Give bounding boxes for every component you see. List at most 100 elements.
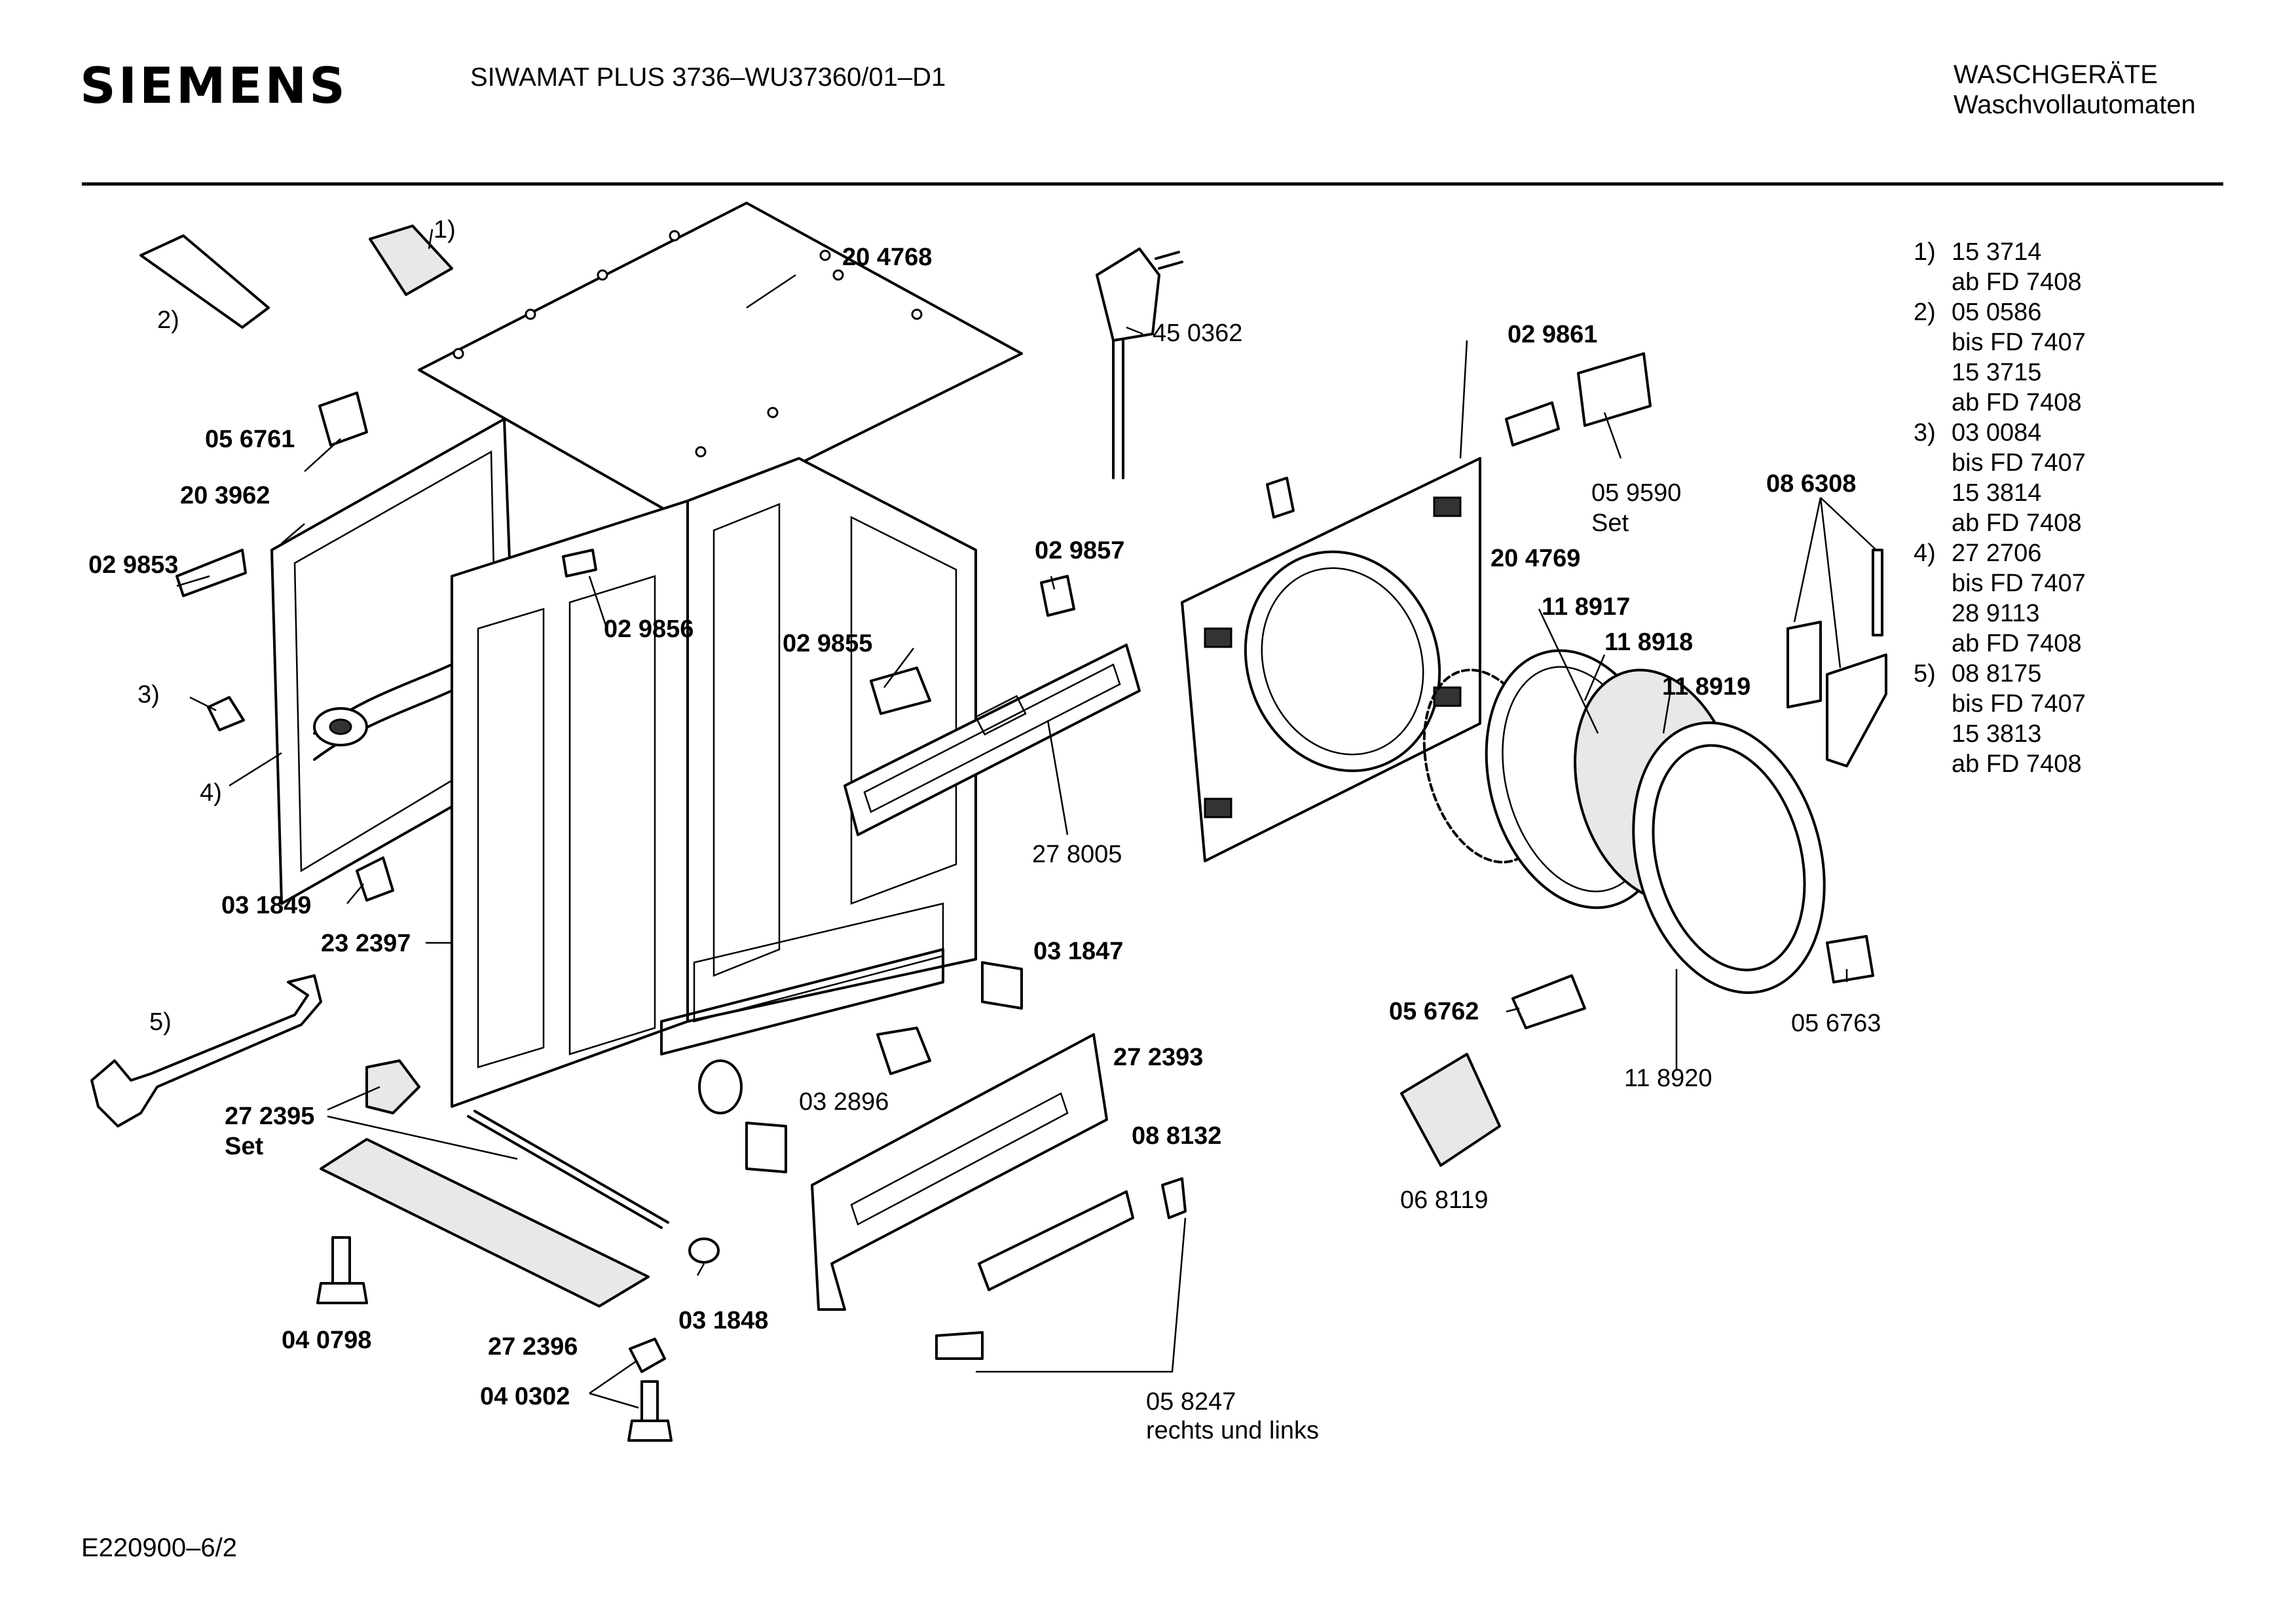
legend-line: ab FD 7408 xyxy=(1952,268,2082,296)
part-label-056762: 05 6762 xyxy=(1389,998,1479,1025)
legend-num: 5) xyxy=(1914,660,1936,687)
part-label-056761: 05 6761 xyxy=(205,426,295,453)
cabinet-side xyxy=(686,457,977,1023)
cap-3 xyxy=(207,696,245,731)
spanner-wrench xyxy=(90,974,322,1127)
legend-line: ab FD 7408 xyxy=(1952,389,2082,416)
drawing-code: E220900–6/2 xyxy=(81,1533,238,1562)
part-label-031847: 03 1847 xyxy=(1033,938,1124,965)
legend-entry-1: 1) 15 3714 ab FD 7408 xyxy=(1914,237,2086,297)
legend-line: ab FD 7408 xyxy=(1952,630,2082,657)
ref-marker-3: 3) xyxy=(138,681,160,708)
part-label-031849: 03 1849 xyxy=(221,892,312,919)
part-label-204769: 20 4769 xyxy=(1491,545,1581,572)
legend-line: bis FD 7407 xyxy=(1952,449,2086,477)
clip-029857 xyxy=(1040,575,1075,617)
sensor-1 xyxy=(369,225,453,296)
legend-num: 3) xyxy=(1914,419,1936,447)
legend-num: 2) xyxy=(1914,299,1936,326)
top-cover xyxy=(418,202,1023,522)
ref-marker-5: 5) xyxy=(149,1008,172,1036)
part-label-118920: 11 8920 xyxy=(1624,1065,1713,1092)
subcategory-title: Waschvollautomaten xyxy=(1953,90,2196,119)
legend-line: 27 2706 xyxy=(1952,540,2042,567)
ref-marker-4: 4) xyxy=(200,779,222,807)
part-label-068119: 06 8119 xyxy=(1400,1186,1489,1214)
ref-marker-2: 2) xyxy=(157,306,179,334)
legend-line: 03 0084 xyxy=(1952,419,2042,447)
transit-rod xyxy=(467,1115,663,1229)
legend-line: 15 3814 xyxy=(1952,479,2042,507)
part-label-086308: 08 6308 xyxy=(1766,470,1857,498)
part-label-029856: 02 9856 xyxy=(604,615,694,643)
top-cover-holes xyxy=(453,230,923,458)
legend-line: bis FD 7407 xyxy=(1952,570,2086,597)
part-label-203962: 20 3962 xyxy=(180,482,270,509)
part-label-032896: 03 2896 xyxy=(799,1088,889,1116)
ref-marker-1: 1) xyxy=(434,216,456,244)
legend-entry-5: 5) 08 8175 bis FD 7407 15 3813 ab FD 740… xyxy=(1914,659,2086,779)
part-label-204768: 20 4768 xyxy=(842,244,933,271)
clip-029853 xyxy=(176,549,247,597)
legend-line: bis FD 7407 xyxy=(1952,690,2086,718)
part-label-029853: 02 9853 xyxy=(88,551,179,579)
part-label-088132: 08 8132 xyxy=(1132,1122,1222,1150)
latch-056761 xyxy=(318,392,368,447)
transit-strip xyxy=(320,1138,650,1308)
part-label-272396: 27 2396 xyxy=(488,1333,578,1361)
legend-entry-2: 2) 05 0586 bis FD 7407 15 3715 ab FD 740… xyxy=(1914,297,2086,418)
leader-lines xyxy=(176,229,1848,1409)
part-label-232397: 23 2397 xyxy=(321,930,411,957)
cover-068119 xyxy=(1400,1053,1501,1167)
legend-line: 15 3714 xyxy=(1952,238,2042,266)
clip-031847 xyxy=(981,961,1023,1010)
legend-line: bis FD 7407 xyxy=(1952,329,2086,356)
part-label-056763: 05 6763 xyxy=(1791,1010,1881,1037)
foot-screw-nut xyxy=(627,1338,673,1442)
part-label-040302: 04 0302 xyxy=(480,1383,570,1410)
legend-entry-4: 4) 27 2706 bis FD 7407 28 9113 ab FD 740… xyxy=(1914,538,2086,659)
lower-bracket xyxy=(978,1190,1134,1291)
clip-032896 xyxy=(876,1027,931,1075)
part-label-029855: 02 9855 xyxy=(783,630,873,657)
legend-line: 15 3813 xyxy=(1952,720,2042,748)
filter-2 xyxy=(139,234,270,329)
pump-housing xyxy=(365,1059,420,1114)
legend-num: 1) xyxy=(1914,238,1936,266)
clip-029855 xyxy=(870,667,931,715)
part-label-029861: 02 9861 xyxy=(1508,321,1598,348)
part-label-278005: 27 8005 xyxy=(1032,841,1122,868)
part-label-set-2: Set xyxy=(1591,509,1629,537)
part-label-272395: 27 2395 xyxy=(225,1103,315,1130)
part-label-031848: 03 1848 xyxy=(678,1307,769,1334)
legend-line: 28 9113 xyxy=(1952,600,2040,627)
model-title: SIWAMAT PLUS 3736–WU37360/01–D1 xyxy=(470,63,946,92)
category-title: WASCHGERÄTE xyxy=(1953,60,2158,89)
legend-line: 08 8175 xyxy=(1952,660,2042,687)
part-label-058247: 05 8247 xyxy=(1146,1388,1236,1416)
part-label-450362: 45 0362 xyxy=(1153,320,1243,347)
clip-029856 xyxy=(562,549,597,577)
part-label-118917: 11 8917 xyxy=(1542,593,1631,621)
part-label-272393: 27 2393 xyxy=(1113,1044,1204,1071)
clip-lower xyxy=(745,1122,787,1173)
switch-056763 xyxy=(1826,935,1874,983)
part-label-040798: 04 0798 xyxy=(282,1327,372,1354)
brand-logo: SIEMENS xyxy=(80,56,348,115)
hinge-set xyxy=(1577,352,1652,427)
part-label-029857: 02 9857 xyxy=(1035,537,1125,564)
part-label-059590: 05 9590 xyxy=(1591,479,1682,507)
foot-bolt xyxy=(316,1236,368,1304)
part-label-118919: 11 8919 xyxy=(1662,673,1751,701)
legend-entry-3: 3) 03 0084 bis FD 7407 15 3814 ab FD 740… xyxy=(1914,418,2086,538)
legend-line: ab FD 7408 xyxy=(1952,750,2082,778)
clip-031849 xyxy=(356,856,394,902)
legend-num: 4) xyxy=(1914,540,1936,567)
legend-line: 05 0586 xyxy=(1952,299,2042,326)
legend-line: ab FD 7408 xyxy=(1952,509,2082,537)
part-label-058247-note: rechts und links xyxy=(1146,1417,1320,1444)
base-bracket xyxy=(811,1033,1108,1311)
part-label-118918: 11 8918 xyxy=(1604,629,1694,656)
bracket-top xyxy=(1266,477,1295,519)
